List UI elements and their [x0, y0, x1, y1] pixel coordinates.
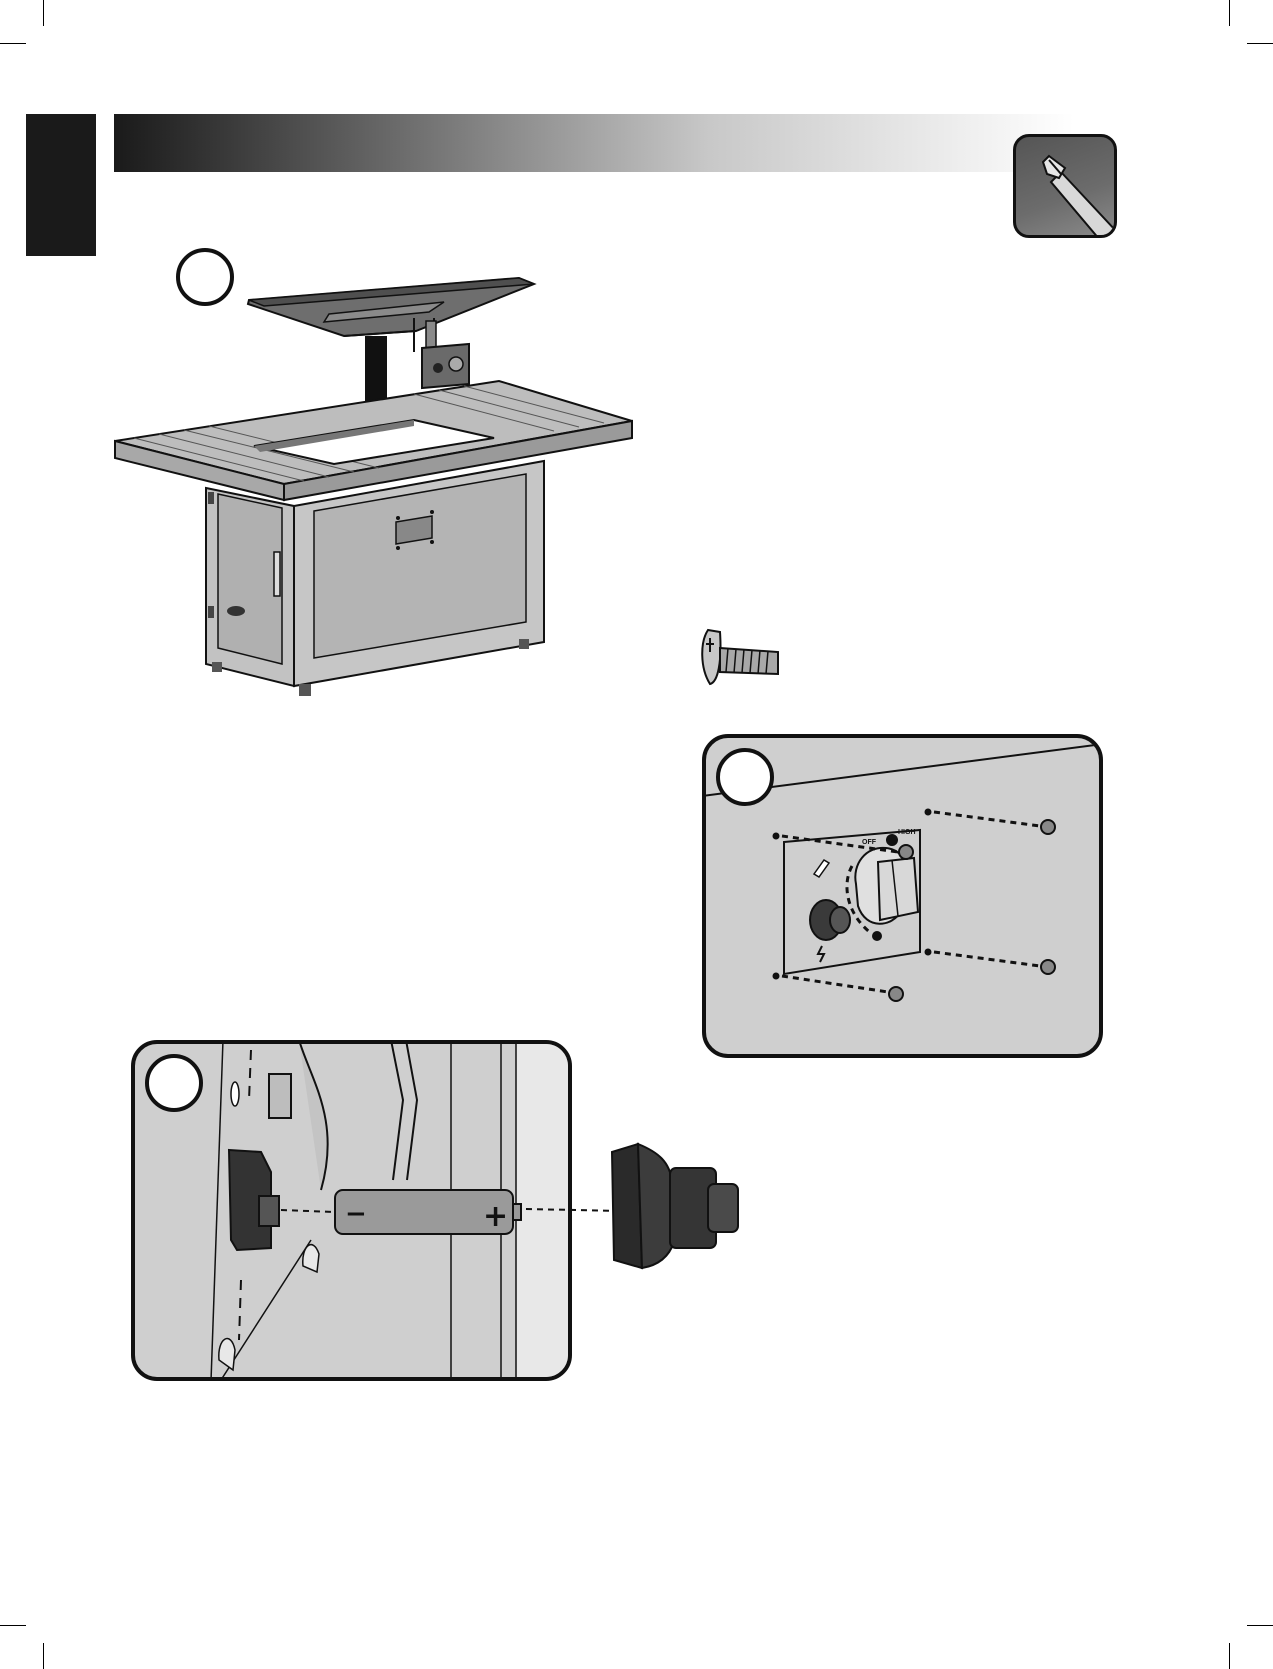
igniter-cap-icon	[608, 1142, 748, 1272]
phillips-screwdriver-icon	[1013, 134, 1117, 238]
crop-mark	[0, 1625, 26, 1626]
crop-mark	[43, 1643, 44, 1669]
step-3-circle	[145, 1054, 203, 1112]
fire-table-illustration	[114, 256, 674, 716]
crop-mark	[1229, 0, 1230, 26]
table-base	[206, 461, 544, 696]
crop-mark	[1247, 1625, 1273, 1626]
crop-mark	[43, 0, 44, 26]
battery-holder-icon	[229, 1150, 279, 1250]
tool-badge	[1013, 134, 1117, 238]
knob-marking-off: OFF	[862, 839, 877, 846]
truss-head-screw-icon	[698, 622, 788, 692]
crop-mark	[1229, 1643, 1230, 1669]
battery-positive-terminal: +	[483, 1199, 508, 1234]
crop-mark	[1247, 43, 1273, 44]
battery-negative-terminal: −	[345, 1199, 367, 1229]
burner-pan	[248, 278, 534, 336]
aa-battery-icon: − +	[335, 1190, 521, 1234]
step-2-circle	[716, 748, 774, 806]
language-tab	[26, 114, 96, 256]
crop-mark	[0, 43, 26, 44]
knob-marking-high: HIGH	[898, 829, 916, 836]
section-header-band	[114, 114, 1074, 172]
